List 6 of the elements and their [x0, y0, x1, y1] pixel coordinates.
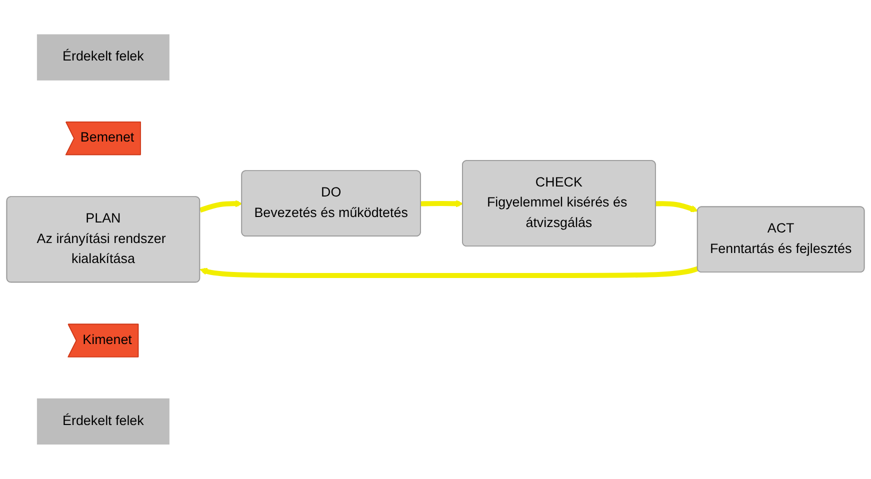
arrow	[656, 201, 698, 212]
node-box: Érdekelt felek	[36, 398, 170, 445]
node-box: Érdekelt felek	[36, 34, 170, 81]
arrow	[199, 200, 242, 213]
arrow	[420, 200, 464, 208]
arrow	[200, 266, 699, 278]
